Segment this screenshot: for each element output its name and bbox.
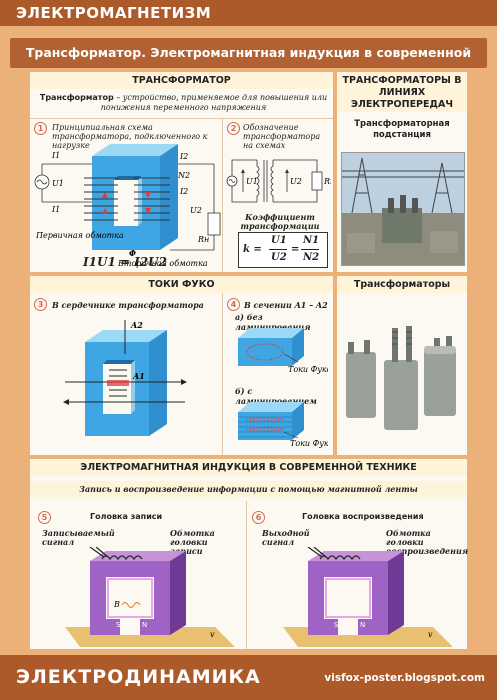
playback-head-diagram: S N v [283,547,453,647]
symbol-U1: U1 [246,177,258,186]
foucault-panel: ТОКИ ФУКО 3 В сердечнике трансформатора … [30,276,333,455]
foucault-a-label: Токи Фуко [288,365,328,374]
strip-transformers: Трансформаторы [337,276,467,293]
transformer-panel: ТРАНСФОРМАТОР Трансформатор – устройство… [30,72,333,272]
record-right-label: Обмотка головки записи [170,528,215,556]
playback-head-title: Головка воспроизведения [302,512,424,521]
label-I1b: I1 [51,205,60,214]
coef-formula: k = U1 U2 = N1 N2 [238,232,328,268]
badge-4: 4 [227,298,240,311]
substation-photo [341,152,465,266]
label-Rn: Rн [197,235,209,244]
poster-header: ЭЛЕКТРОМАГНЕТИЗМ [0,0,497,26]
definition-rest: – устройство, применяемое для повышения … [100,93,328,112]
symbol-Rn: Rн [323,177,331,186]
induction-panel: ЭЛЕКТРОМАГНИТНАЯ ИНДУКЦИЯ В СОВРЕМЕННОЙ … [30,459,469,649]
label-A1: A1 [132,371,145,381]
label-Phi: Φ [129,248,136,258]
footer-title: ЭЛЕКТРОДИНАМИКА [16,666,261,688]
record-N: N [142,621,147,629]
badge-2: 2 [227,122,240,135]
item2-text: Обозначение трансформатора на схемах [243,123,321,150]
record-B: B [113,600,120,609]
playback-left-label: Выходной сигнал [262,528,310,547]
core-eddy-diagram: A2 A1 [63,320,187,436]
poster-footer: ЭЛЕКТРОДИНАМИКА visfox-poster.blogspot.c… [0,655,497,700]
sub-strip-tape: Запись и воспроизведение информации с по… [30,481,467,497]
footer-site: visfox-poster.blogspot.com [324,672,485,684]
record-v: v [210,630,215,639]
label-secondary: Вторичная обмотка [117,259,208,268]
playback-S: S [334,621,339,629]
badge-1: 1 [34,122,47,135]
solid-core-section: Токи Фуко [238,328,328,374]
power-lines-panel: ТРАНСФОРМАТОРЫ В ЛИНИЯХ ЭЛЕКТРОПЕРЕДАЧ Т… [337,72,467,272]
record-head-diagram: B S N v [65,547,235,647]
transformer-schematic: I1 U1 I2 N2 I2 U2 Rн I1 Φ Первичная обмо… [34,144,221,268]
coef-label: Коэффициент трансформации [240,212,320,231]
playback-N: N [360,621,365,629]
record-left-label: Записываемый сигнал [42,528,115,547]
foucault-b-label: Токи Фуко [290,439,328,448]
strip-induction: ЭЛЕКТРОМАГНИТНАЯ ИНДУКЦИЯ В СОВРЕМЕННОЙ … [30,459,467,476]
playback-v: v [428,630,433,639]
transformers-panel: Трансформаторы [337,276,467,455]
item4-text: В сечении A1 – A2 [244,300,328,310]
laminated-core-section: Токи Фуко [238,402,328,448]
substation-caption: Трансформаторная подстанция [354,119,450,140]
symbol-U2: U2 [290,177,302,186]
item4-a: а) без ламинирования [235,312,311,332]
item1-text: Принципиальная схема трансформатора, под… [52,123,208,150]
label-A2: A2 [130,320,143,330]
strip-transformer: ТРАНСФОРМАТОР [30,72,333,89]
label-I1: I1 [51,151,60,160]
label-primary: Первичная обмотка [35,231,124,240]
item3-text: В сердечнике трансформатора [52,300,204,310]
transformers-photo [340,312,464,442]
label-U1: U1 [52,179,64,188]
label-I2b: I2 [179,187,188,196]
playback-right-label: Обмотка головки воспроизведения [386,528,469,556]
badge-3: 3 [34,298,47,311]
formula-power: I1U1 = I2U2 [83,255,167,269]
record-S: S [116,621,121,629]
badge-5: 5 [38,511,51,524]
transformer-definition: Трансформатор – устройство, применяемое … [36,93,331,113]
definition-term: Трансформатор [39,93,114,102]
strip-foucault: ТОКИ ФУКО [30,276,333,293]
transformer-symbol: U1 U2 Rн [226,159,331,203]
badge-6: 6 [252,511,265,524]
label-N2: N2 [177,171,190,180]
strip-power-lines: ТРАНСФОРМАТОРЫ В ЛИНИЯХ ЭЛЕКТРОПЕРЕДАЧ [337,72,467,112]
poster-subtitle: Трансформатор. Электромагнитная индукция… [10,38,487,90]
record-head-title: Головка записи [90,512,163,521]
label-U2: U2 [190,206,202,215]
item4-b: б) с ламинированием [235,386,317,406]
label-I2a: I2 [179,152,188,161]
